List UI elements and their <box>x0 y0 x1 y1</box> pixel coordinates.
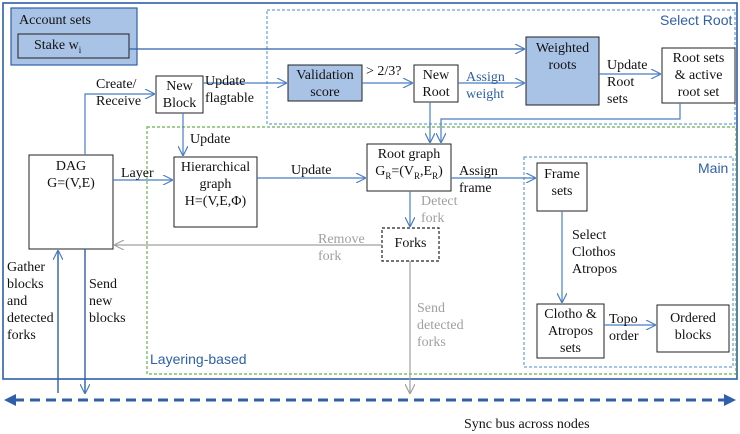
root-sets-box <box>661 47 736 104</box>
dag-box <box>28 154 114 250</box>
sync-bus-right-head <box>724 394 736 406</box>
edge-layer: Layer <box>121 166 154 181</box>
weighted-roots-box <box>525 36 600 106</box>
region-layering-label: Layering-based <box>150 351 247 367</box>
validation-box <box>287 64 363 102</box>
region-main <box>523 156 734 368</box>
edge-update-hier: Update <box>190 132 231 147</box>
node-frame <box>2 2 738 380</box>
new-block-box <box>155 75 204 114</box>
forks-box <box>381 227 440 262</box>
clotho-box <box>536 303 605 359</box>
region-select-root-label: Select Root <box>660 12 733 28</box>
root-graph-box <box>366 143 452 192</box>
forks-label: Forks <box>394 236 427 251</box>
edge-gt23: > 2/3? <box>366 64 402 79</box>
ordered-blocks-box <box>656 304 730 353</box>
arrow-rootsets-rootgraph <box>441 103 681 142</box>
region-layering <box>146 126 737 375</box>
account-sets-label: Account sets <box>19 13 91 28</box>
stake-box <box>17 33 130 59</box>
new-root-box <box>413 64 459 103</box>
sync-bus-left-head <box>4 394 16 406</box>
hier-graph-box <box>173 156 258 228</box>
frame-sets-box <box>536 162 588 212</box>
sync-bus-label: Sync bus across nodes <box>464 417 590 432</box>
region-main-label: Main <box>698 160 729 176</box>
arrow-dag-newblock <box>84 94 154 155</box>
edge-create-receive: Create/Receive <box>96 77 142 109</box>
stake-label: Stake wi <box>34 38 82 55</box>
edge-update-rootgraph: Update <box>291 163 332 178</box>
